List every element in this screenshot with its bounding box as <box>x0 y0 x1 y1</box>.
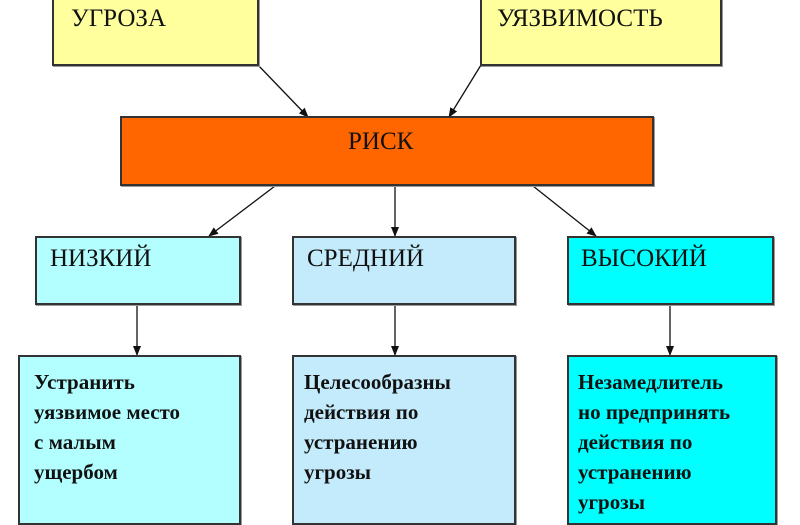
risk-box: РИСК <box>120 116 654 186</box>
level-medium-label: СРЕДНИЙ <box>307 245 425 272</box>
vulnerability-label: УЯЗВИМОСТЬ <box>497 5 663 32</box>
level-high-box: ВЫСОКИЙ <box>567 236 774 305</box>
level-low-label: НИЗКИЙ <box>50 245 152 272</box>
arrow-vulnerability-to-risk <box>448 64 482 118</box>
level-medium-box: СРЕДНИЙ <box>292 236 516 305</box>
level-high-label: ВЫСОКИЙ <box>581 245 707 272</box>
threat-label: УГРОЗА <box>71 5 166 32</box>
action-high-box: Незамедлитель но предпринять действия по… <box>567 355 777 525</box>
action-low-box: Устранить уязвимое место с малым ущербом <box>18 355 241 525</box>
action-medium-box: Целесообразны действия по устранению угр… <box>292 355 516 525</box>
level-low-box: НИЗКИЙ <box>35 236 241 305</box>
arrow-threat-to-risk <box>257 64 309 118</box>
vulnerability-box: УЯЗВИМОСТЬ <box>480 0 722 66</box>
arrow-risk-to-high <box>532 185 597 237</box>
risk-label: РИСК <box>348 128 414 155</box>
action-low-text: Устранить уязвимое место с малым ущербом <box>34 370 181 484</box>
action-medium-text: Целесообразны действия по устранению угр… <box>304 370 451 484</box>
action-high-text: Незамедлитель но предпринять действия по… <box>578 370 731 514</box>
threat-box: УГРОЗА <box>52 0 259 66</box>
arrow-risk-to-low <box>208 185 276 237</box>
connector-arrows <box>133 64 674 356</box>
